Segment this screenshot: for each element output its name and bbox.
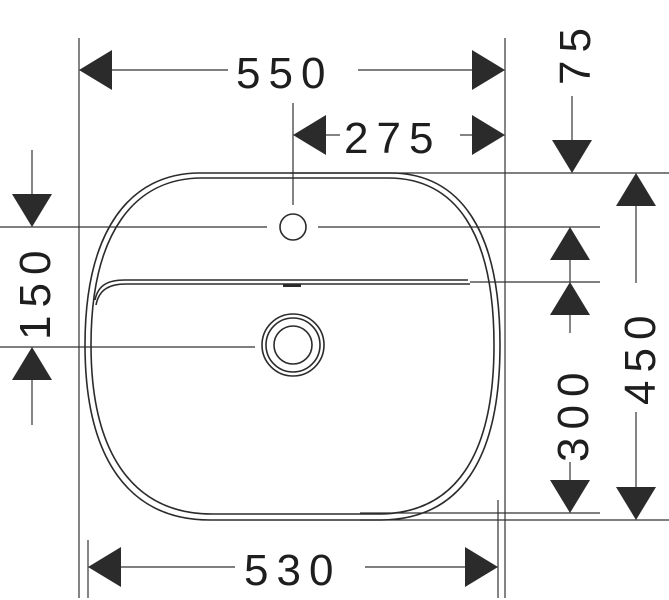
overflow-slot xyxy=(283,284,301,287)
dim-530: 530 xyxy=(88,546,498,595)
tap-hole xyxy=(279,213,307,241)
dim-75: 75 xyxy=(551,20,600,173)
dim-150: 150 xyxy=(11,150,60,425)
label-150: 150 xyxy=(11,243,60,340)
drain xyxy=(261,313,325,377)
dim-300: 300 xyxy=(549,227,598,513)
label-550: 550 xyxy=(236,49,333,98)
label-450: 450 xyxy=(616,308,665,405)
label-75: 75 xyxy=(551,20,600,85)
basin-outline xyxy=(84,172,501,521)
label-275: 275 xyxy=(344,114,441,163)
dim-550: 550 xyxy=(79,49,505,98)
label-300: 300 xyxy=(549,365,598,462)
label-530: 530 xyxy=(244,546,341,595)
dim-450: 450 xyxy=(616,173,665,520)
dim-275: 275 xyxy=(293,114,505,163)
